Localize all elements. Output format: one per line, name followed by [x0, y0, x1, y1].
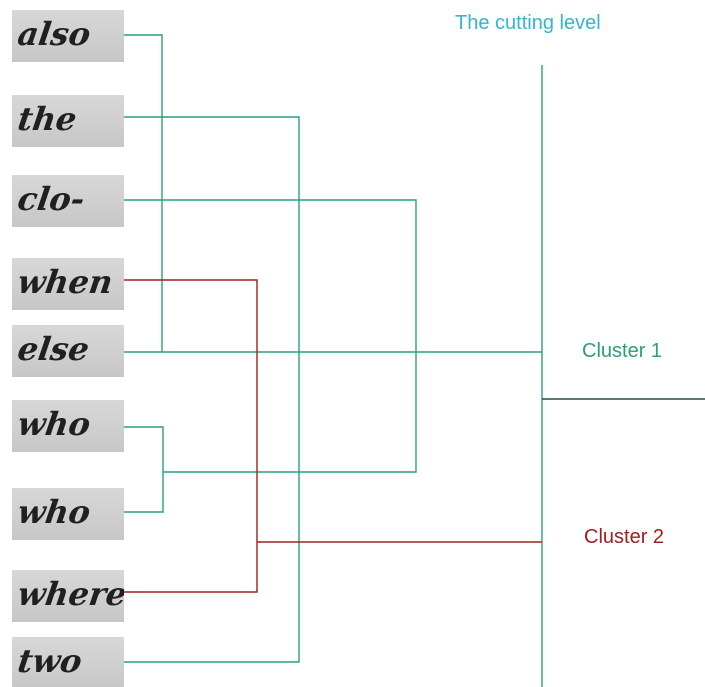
word-image-two: two	[12, 637, 124, 687]
link-the-two	[124, 116, 300, 663]
cluster1-label: Cluster 1	[582, 340, 663, 362]
word-image-when: when	[12, 258, 124, 310]
word-image-who-2: who	[12, 488, 124, 540]
word-image-clo: clo-	[12, 175, 124, 227]
word-image-who-1: who	[12, 400, 124, 452]
word-image-else: else	[12, 325, 124, 377]
link-who-who	[124, 426, 164, 513]
link-also-else	[124, 34, 163, 353]
word-image-where: where	[12, 570, 124, 622]
word-image-also: also	[12, 10, 124, 62]
cluster2-label: Cluster 2	[584, 526, 665, 548]
link-when-where	[124, 279, 258, 593]
cluster1-links	[124, 34, 543, 687]
cutting-level-label: The cutting level	[455, 12, 601, 34]
cluster2-links	[124, 279, 542, 593]
word-image-the: the	[12, 95, 124, 147]
link-clo-who	[124, 199, 417, 473]
